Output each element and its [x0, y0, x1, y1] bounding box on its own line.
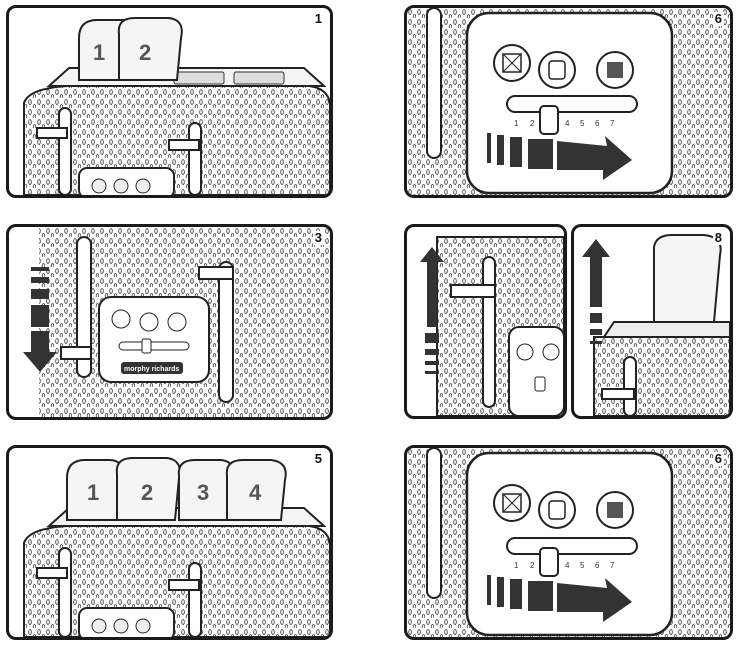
scale-7: 7 — [610, 561, 615, 570]
toaster-two-slices-illustration: 1 2 — [23, 17, 330, 195]
panel-step-6-top: 1 2 4 5 6 7 6 — [404, 5, 733, 198]
scale-1: 1 — [514, 119, 519, 128]
slice-label-3: 3 — [197, 480, 209, 505]
slice-label-2: 2 — [139, 40, 151, 65]
toaster-four-slices-illustration: 1 2 3 4 — [23, 457, 330, 637]
scale-6: 6 — [595, 561, 600, 570]
down-arrow-icon — [23, 267, 57, 372]
step-number: 6 — [712, 451, 724, 466]
slice-label-4: 4 — [249, 480, 262, 505]
scale-4: 4 — [565, 561, 570, 570]
scale-2: 2 — [530, 119, 535, 128]
panel-step-8: 8 — [571, 224, 733, 419]
panel-step-5: 1 2 3 4 5 — [6, 445, 333, 640]
slice-label-1: 1 — [93, 40, 105, 65]
right-arrow-icon — [487, 575, 632, 622]
step-number: 1 — [312, 11, 324, 26]
panel-step-6-bottom: 1 2 4 5 6 7 6 — [404, 445, 733, 640]
step-number: 5 — [312, 451, 324, 466]
lever-down-illustration: morphy richards — [23, 227, 330, 417]
control-panel-closeup: 1 2 4 5 6 7 — [407, 448, 730, 637]
scale-2: 2 — [530, 561, 535, 570]
step-number: 8 — [712, 230, 724, 245]
panel-lever-up-left — [404, 224, 567, 419]
scale-7: 7 — [610, 119, 615, 128]
up-arrow-icon — [582, 239, 610, 344]
scale-5: 5 — [580, 561, 585, 570]
step-number: 6 — [712, 11, 724, 26]
toast-popped-illustration — [582, 234, 730, 416]
panel-step-1: 1 2 1 — [6, 5, 333, 198]
slice-label-1: 1 — [87, 480, 99, 505]
control-panel-closeup: 1 2 4 5 6 7 — [407, 8, 730, 195]
scale-4: 4 — [565, 119, 570, 128]
up-arrow-icon — [420, 247, 444, 374]
lever-up-illustration — [420, 236, 564, 416]
right-arrow-icon — [487, 133, 632, 180]
brand-logo: morphy richards — [124, 366, 179, 373]
scale-6: 6 — [595, 119, 600, 128]
panel-step-3: morphy richards 3 — [6, 224, 333, 420]
scale-5: 5 — [580, 119, 585, 128]
scale-1: 1 — [514, 561, 519, 570]
slice-label-2: 2 — [141, 480, 153, 505]
step-number: 3 — [312, 230, 324, 245]
